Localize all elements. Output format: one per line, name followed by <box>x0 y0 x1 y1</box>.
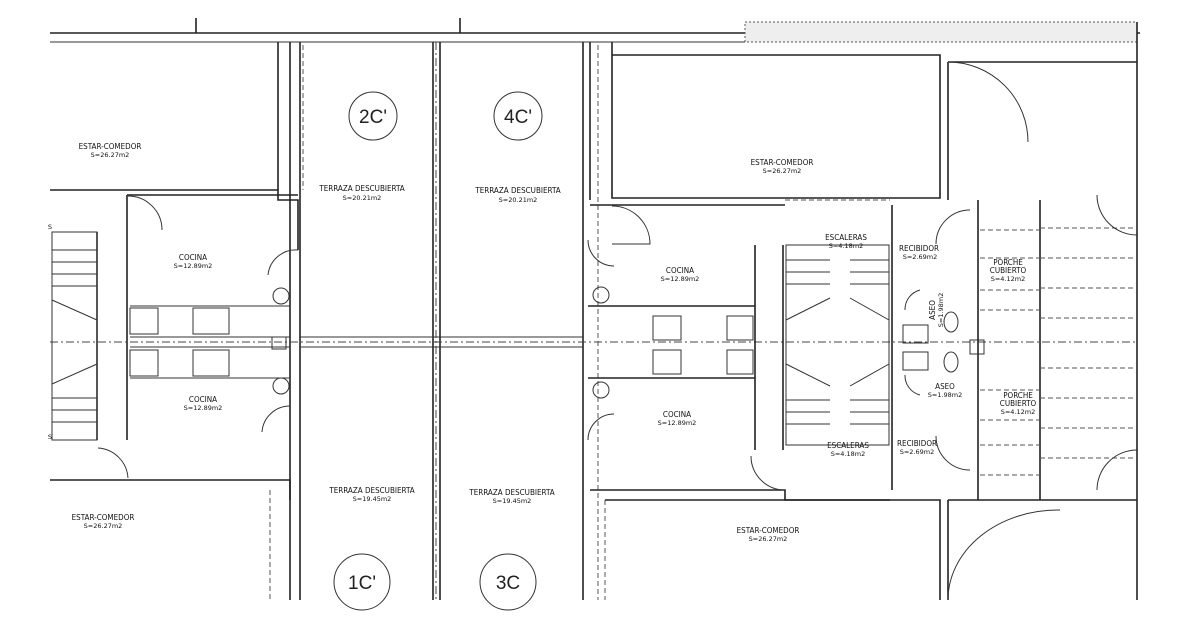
room-area: S=4.18m2 <box>829 242 864 250</box>
room-name: PORCHE <box>1003 391 1033 400</box>
room-name: ASEO <box>935 382 955 391</box>
room-area: S=26.27m2 <box>763 167 802 175</box>
room-area: S=2.69m2 <box>900 448 935 456</box>
unit-label: 3C <box>496 573 520 594</box>
room-name: CUBIERTO <box>1000 399 1037 408</box>
room-name: TERRAZA DESCUBIERTA <box>328 486 414 495</box>
room-name: ESTAR-COMEDOR <box>79 142 142 151</box>
unit-label: 1C' <box>348 573 376 594</box>
room-area: S=1.98m2 <box>937 293 945 328</box>
room-area: S=26.27m2 <box>84 522 123 530</box>
room-area: S=12.89m2 <box>661 275 700 283</box>
room-name: COCINA <box>179 253 207 262</box>
room-area: S=1.98m2 <box>928 391 963 399</box>
room-name: TERRAZA DESCUBIERTA <box>474 186 560 195</box>
room-area: S=2.69m2 <box>903 253 938 261</box>
unit-2c: 2C' <box>348 91 398 141</box>
room-area: S=4.18m2 <box>831 450 866 458</box>
room-name: RECIBIDOR <box>899 244 939 253</box>
room-name: COCINA <box>666 266 694 275</box>
room-area: S=19.45m2 <box>353 495 392 503</box>
unit-1c: 1C' <box>333 553 391 611</box>
walls <box>50 18 1140 601</box>
room-area: S=20.21m2 <box>343 194 382 202</box>
stair-mark: S <box>48 223 52 231</box>
room-area: S=12.89m2 <box>658 419 697 427</box>
unit-label: 4C' <box>504 107 532 128</box>
room-name: TERRAZA DESCUBIERTA <box>318 184 404 193</box>
room-name: ESTAR-COMEDOR <box>751 158 814 167</box>
room-name: COCINA <box>663 410 691 419</box>
kitchen-fixtures <box>129 286 985 399</box>
room-name: TERRAZA DESCUBIERTA <box>468 488 554 497</box>
room-name: RECIBIDOR <box>897 439 937 448</box>
room-name: ESCALERAS <box>825 233 867 242</box>
stair-mark: S <box>48 433 52 441</box>
room-area: S=20.21m2 <box>499 196 538 204</box>
room-area: S=4.12m2 <box>991 275 1026 283</box>
room-name: ESTAR-COMEDOR <box>72 513 135 522</box>
room-name: ESCALERAS <box>827 441 869 450</box>
room-area: S=19.45m2 <box>493 497 532 505</box>
hatched-strip <box>744 21 1138 43</box>
unit-4c: 4C' <box>493 91 543 141</box>
unit-label: 2C' <box>359 107 387 128</box>
room-name: PORCHE <box>993 258 1023 267</box>
unit-3c: 3C <box>479 553 537 611</box>
room-name: COCINA <box>189 395 217 404</box>
room-area: S=4.12m2 <box>1001 408 1036 416</box>
room-labels: ESTAR-COMEDOR S=26.27m2 TERRAZA DESCUBIE… <box>48 142 1037 543</box>
room-name: CUBIERTO <box>990 266 1027 275</box>
room-name: ESTAR-COMEDOR <box>737 526 800 535</box>
room-area: S=26.27m2 <box>91 151 130 159</box>
room-area: S=26.27m2 <box>749 535 788 543</box>
room-area: S=12.89m2 <box>184 404 223 412</box>
room-area: S=12.89m2 <box>174 262 213 270</box>
room-name: ASEO <box>928 300 937 320</box>
